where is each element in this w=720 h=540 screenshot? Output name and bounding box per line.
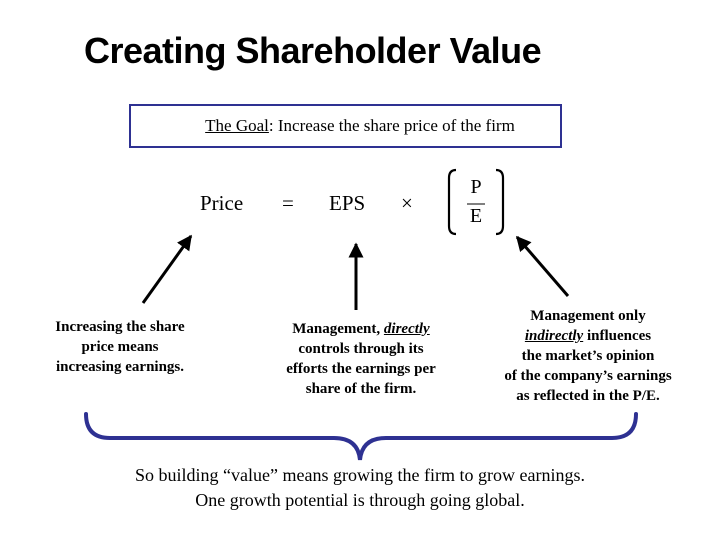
eps-term: EPS (329, 191, 366, 215)
note-middle-line: Management, directly (256, 319, 466, 339)
note-middle: Management, directly controls through it… (256, 319, 466, 399)
conclusion-line-2: One growth potential is through going gl… (195, 490, 525, 510)
note-right-emphasis: indirectly (524, 328, 584, 344)
goal-label: The Goal (205, 116, 269, 135)
times-sign: × (401, 191, 413, 215)
note-left: Increasing the share price means increas… (20, 317, 220, 377)
note-middle-line: efforts the earnings per (286, 361, 436, 377)
conclusion-line-1: So building “value” means growing the fi… (135, 465, 585, 485)
curly-brace (84, 412, 638, 461)
note-right-line: as reflected in the P/E. (516, 388, 660, 404)
equals-sign: = (282, 191, 294, 215)
right-bracket (495, 168, 505, 236)
left-bracket (447, 168, 457, 236)
goal-statement: The Goal: Increase the share price of th… (0, 116, 720, 136)
note-left-line: price means (81, 339, 159, 355)
note-left-line: Increasing the share (55, 319, 185, 335)
arrow-to-pe (515, 235, 570, 297)
note-right-line: Management only (530, 308, 646, 324)
goal-text: : Increase the share price of the firm (268, 116, 515, 135)
note-right-text: influences (583, 328, 652, 344)
price-term: Price (200, 191, 244, 215)
note-right: Management only indirectly influences th… (478, 306, 698, 406)
note-right-line: of the company’s earnings (504, 368, 672, 384)
pe-denominator: E (469, 205, 483, 227)
note-right-line: indirectly influences (478, 326, 698, 346)
goal-box (129, 104, 562, 148)
slide-title: Creating Shareholder Value (84, 30, 542, 71)
note-left-line: increasing earnings. (55, 359, 185, 375)
note-middle-line: controls through its (298, 341, 424, 357)
note-middle-line: share of the firm. (305, 381, 417, 397)
note-middle-emphasis: directly (383, 321, 430, 337)
note-middle-text: Management, (292, 321, 384, 337)
note-right-line: the market’s opinion (521, 348, 655, 364)
arrow-to-price (141, 234, 193, 304)
pe-numerator: P (470, 176, 482, 198)
